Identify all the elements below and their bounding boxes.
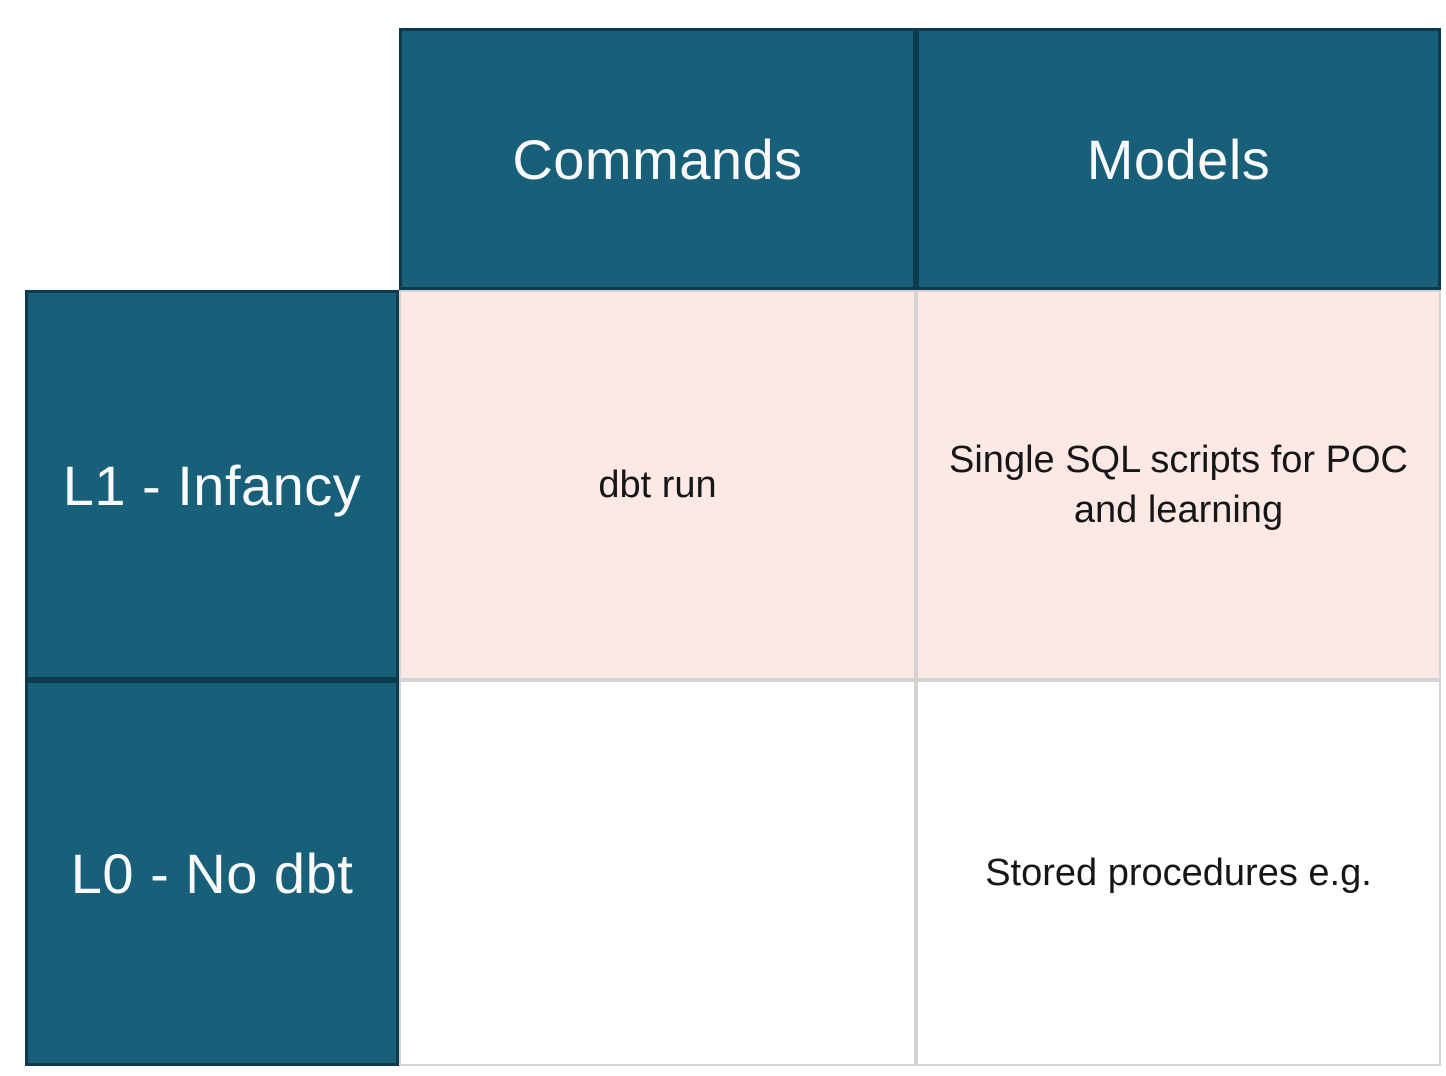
row-header-l0-no-dbt-label: L0 - No dbt bbox=[70, 841, 354, 905]
cell-l1-commands-text: dbt run bbox=[598, 463, 717, 506]
table-corner-spacer bbox=[25, 28, 399, 290]
column-header-models: Models bbox=[916, 28, 1441, 290]
maturity-table: Commands Models L1 - Infancy dbt run Sin… bbox=[25, 28, 1441, 1066]
cell-l0-models: Stored procedures e.g. bbox=[916, 680, 1441, 1066]
cell-l0-models-text: Stored procedures e.g. bbox=[985, 851, 1372, 894]
column-header-commands: Commands bbox=[399, 28, 916, 290]
cell-l0-commands bbox=[399, 680, 916, 1066]
cell-l1-commands: dbt run bbox=[399, 290, 916, 680]
column-header-models-label: Models bbox=[1086, 127, 1271, 191]
row-header-l1-infancy-label: L1 - Infancy bbox=[62, 453, 362, 517]
cell-l1-models: Single SQL scripts for POC and learning bbox=[916, 290, 1441, 680]
row-header-l1-infancy: L1 - Infancy bbox=[25, 290, 399, 680]
column-header-commands-label: Commands bbox=[512, 127, 803, 191]
row-header-l0-no-dbt: L0 - No dbt bbox=[25, 680, 399, 1066]
cell-l1-models-text: Single SQL scripts for POC and learning bbox=[949, 438, 1408, 531]
